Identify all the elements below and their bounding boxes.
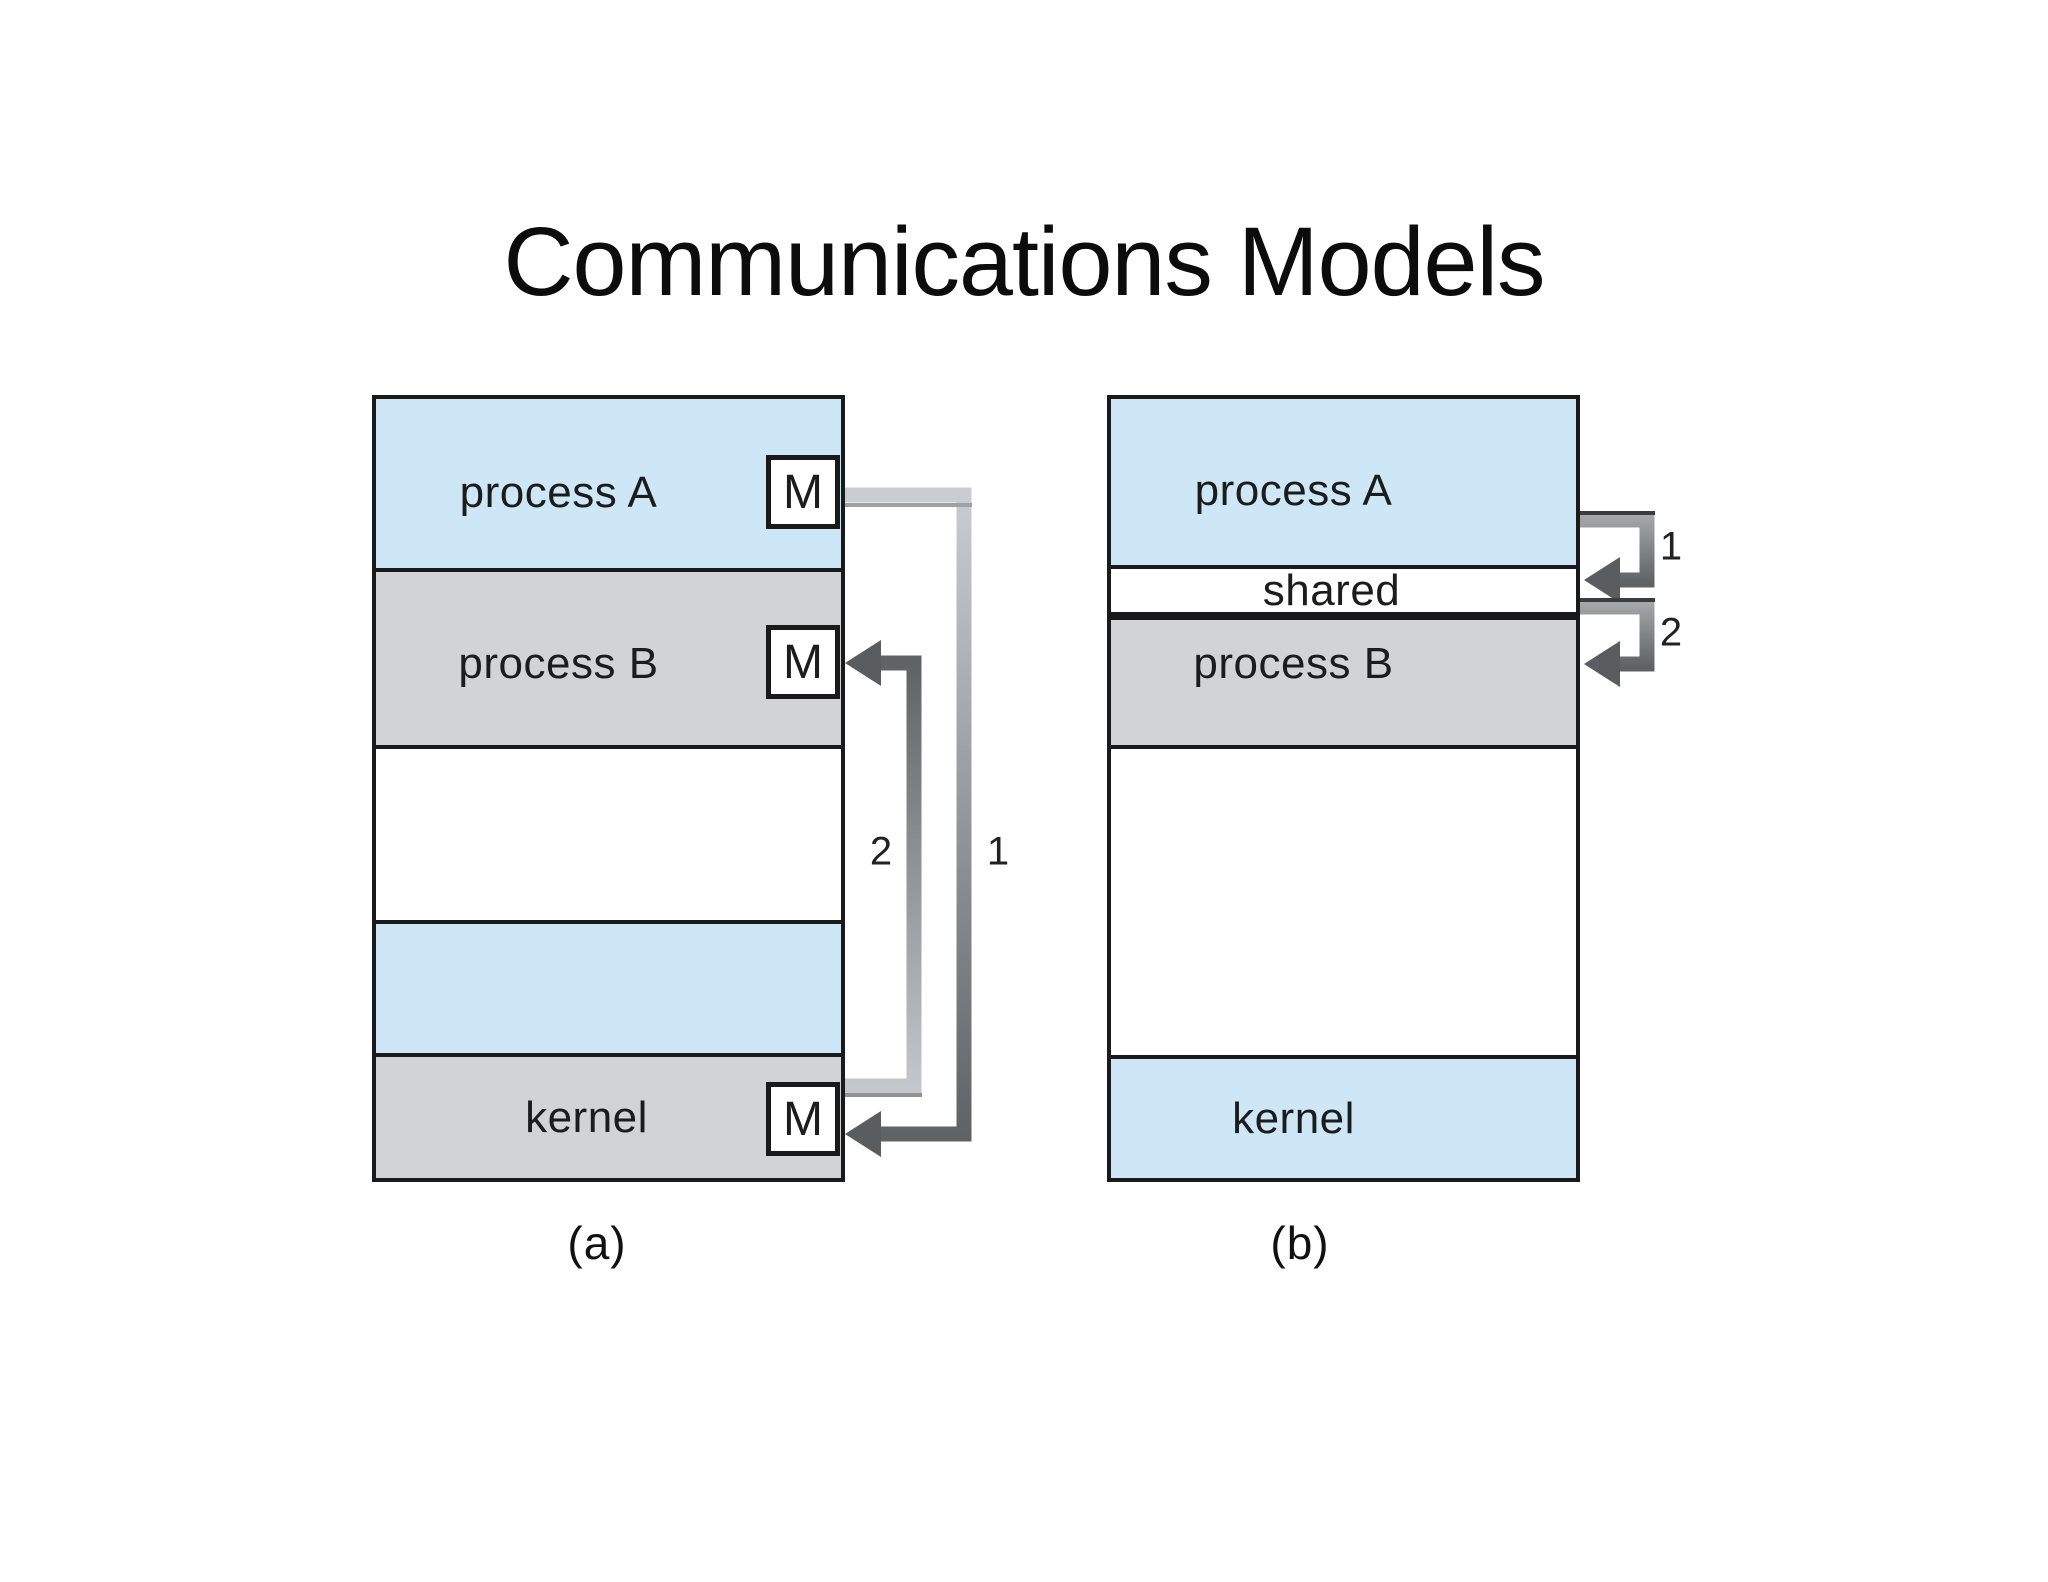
message-box-kernel: M [766, 1082, 840, 1156]
page-title: Communications Models [503, 207, 1545, 316]
band-empty-white [376, 745, 841, 920]
band-label: process B [458, 638, 659, 688]
arrow-b-2-read [1580, 598, 1655, 687]
band-label: shared [1262, 565, 1401, 615]
diagram-message-passing: process A process B kernel M M M [372, 395, 845, 1182]
band-label: process A [459, 467, 658, 517]
arrow-b-1-write [1580, 511, 1655, 603]
band-process-b: process B [376, 568, 841, 745]
band-empty-white [1111, 745, 1576, 1055]
band-label: process B [1193, 638, 1394, 688]
diagram-shared-memory: process A shared process B kernel [1107, 395, 1580, 1182]
caption-b: (b) [1270, 1217, 1330, 1269]
band-process-a: process A [1111, 399, 1576, 565]
arrow-a-1-send [845, 487, 972, 1157]
message-box-process-a: M [766, 455, 840, 529]
band-kernel: kernel [376, 1053, 841, 1178]
message-box-process-b: M [766, 625, 840, 699]
step-label-a-2: 2 [869, 829, 893, 874]
step-label-b-1: 1 [1659, 524, 1683, 569]
caption-a: (a) [567, 1217, 627, 1269]
band-kernel: kernel [1111, 1055, 1576, 1178]
band-empty-blue [376, 920, 841, 1053]
step-label-a-1: 1 [986, 829, 1010, 874]
band-label: kernel [1232, 1093, 1355, 1143]
band-shared: shared [1111, 565, 1576, 615]
band-label: process A [1194, 466, 1393, 515]
band-process-a: process A [376, 399, 841, 568]
band-process-b: process B [1111, 612, 1576, 745]
step-label-b-2: 2 [1659, 610, 1683, 655]
band-label: kernel [525, 1092, 648, 1142]
